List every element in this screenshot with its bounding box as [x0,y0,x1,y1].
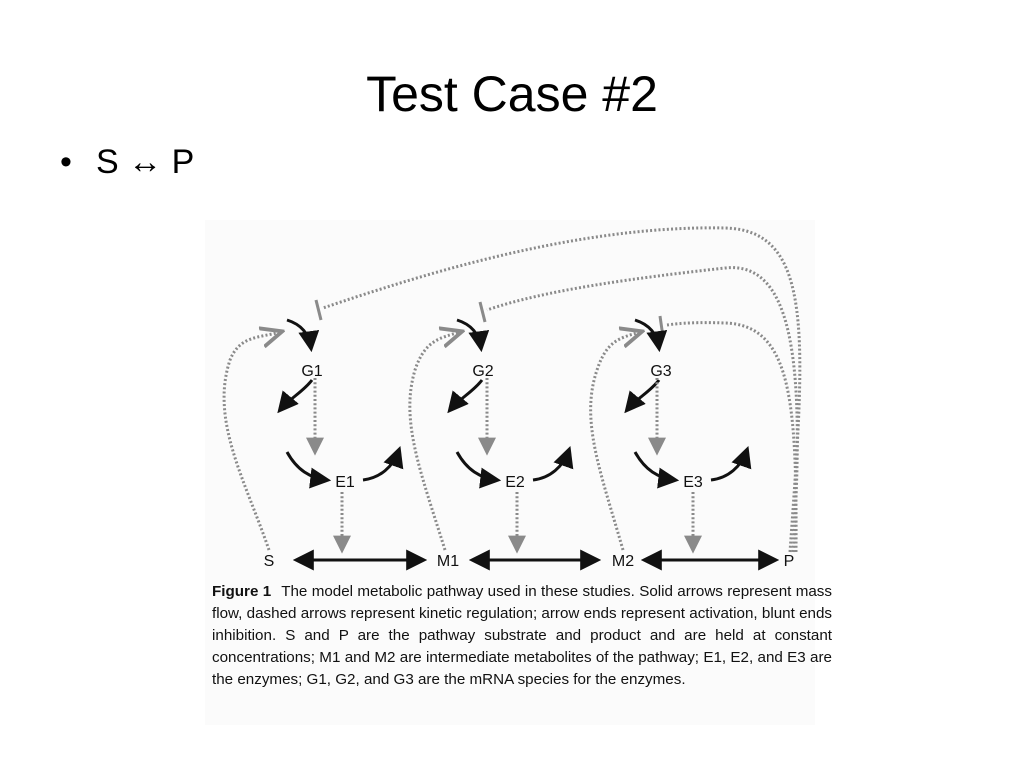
node-g2: G2 [472,363,493,380]
node-e1: E1 [335,474,355,491]
enzyme-synthesis-arrow-e2 [455,451,502,489]
bullet-item: • S ↔ P [60,140,194,184]
inhibition-line-p-g3 [666,321,798,553]
bullet-marker: • [60,143,72,181]
activation-line-m2-g3 [589,332,640,551]
enzyme-degradation-arrow-e1 [362,446,404,482]
synthesis-arrow-g2 [456,318,490,353]
caption-text: The model metabolic pathway used in thes… [212,583,832,688]
inhibition-line-p-g2 [486,266,799,553]
activation-line-s-g1 [222,332,280,551]
synthesis-arrow-g1 [286,318,320,353]
caption-label: Figure 1 [212,583,272,600]
enzyme-degradation-arrow-e2 [532,446,574,482]
enzyme-synthesis-arrow-e1 [285,451,332,489]
pathway-diagram: G1 G2 G3 E1 E2 E3 S M1 M2 P [222,226,802,571]
blunt-end-g1 [314,299,323,321]
degradation-arrow-g2 [447,379,484,414]
degradation-arrow-g1 [277,379,314,414]
blunt-end-g2 [478,301,487,323]
synthesis-arrow-g3 [634,318,668,353]
activation-line-m1-g2 [408,332,460,551]
bullet-text: S ↔ P [96,143,195,181]
node-g1: G1 [301,363,322,380]
node-m2: M2 [612,553,634,570]
enzyme-synthesis-arrow-e3 [633,451,680,489]
node-s: S [264,553,275,570]
node-g3: G3 [650,363,671,380]
slide-title: Test Case #2 [366,66,658,122]
enzyme-degradation-arrow-e3 [710,446,752,482]
node-p: P [784,553,795,570]
inhibition-line-p-g1 [322,226,802,553]
blunt-end-g3 [658,315,665,338]
degradation-arrow-g3 [624,379,661,414]
node-e2: E2 [505,474,525,491]
node-e3: E3 [683,474,703,491]
node-m1: M1 [437,553,459,570]
